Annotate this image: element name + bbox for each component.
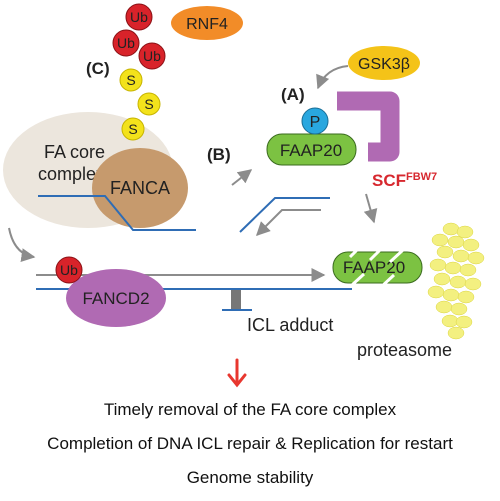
scf-label-main: SCF [372,171,406,190]
caption-genome-stability: Genome stability [186,468,314,487]
proteasome-label: proteasome [357,340,452,360]
step-c-label: (C) [86,59,110,78]
gsk3b-label: GSK3β [358,56,410,73]
ubiquitin-2 [112,29,140,57]
dna-strand-fork [38,195,196,231]
scf-label: SCFFBW7 [372,171,437,190]
sumo-3-label: S [128,121,137,137]
ubiquitin-fancd2 [55,256,83,284]
ubiquitin-3 [138,42,166,70]
ubiquitin-fancd2-label: Ub [60,262,78,278]
ubiquitin-1 [125,3,153,31]
sumo-1 [119,68,143,92]
faap20-label: FAAP20 [280,141,342,160]
rnf4-shape [171,6,243,40]
phosphate-label: P [310,114,321,131]
caption-fa-core-removal: Timely removal of the FA core complex [103,400,397,419]
arrow-to-proteasome [363,193,378,224]
fancd2-shape [66,269,166,327]
sumo-3 [121,117,145,141]
scf-label-superscript: FBW7 [406,171,437,183]
phosphate [301,107,329,135]
outcome-arrow [227,358,247,388]
sumo-2-label: S [144,96,153,112]
step-a-label: (A) [281,85,305,104]
dna-fork-restart-blue [239,197,330,233]
gsk3b-arrow [316,65,349,90]
icl-adduct-crosslink [231,290,241,309]
fanca-label: FANCA [110,178,170,198]
fa-core-label-line1: FA core [44,142,105,162]
scf-fbw7-shape [337,91,400,162]
faap20-degraded-label: FAAP20 [343,258,405,277]
sumo-2 [137,92,161,116]
proteasome-shape [427,222,485,340]
sumo-1-label: S [126,72,135,88]
fa-core-label-line2: complex [38,164,105,184]
ubiquitin-1-label: Ub [130,9,148,25]
gsk3b-shape [348,46,420,80]
step-b-label: (B) [207,145,231,164]
rnf4-label: RNF4 [186,16,228,33]
fancd2-label: FANCD2 [82,289,149,308]
caption-icl-repair: Completion of DNA ICL repair & Replicati… [47,434,453,453]
icl-adduct-label: ICL adduct [247,315,333,335]
degradation-marks [348,243,405,289]
ubiquitin-2-label: Ub [117,35,135,51]
arrow-b [231,169,253,186]
ubiquitin-3-label: Ub [143,48,161,64]
arrow-fa-core-to-fancd2 [8,227,36,263]
dna-fork-restart-gray [256,209,321,236]
